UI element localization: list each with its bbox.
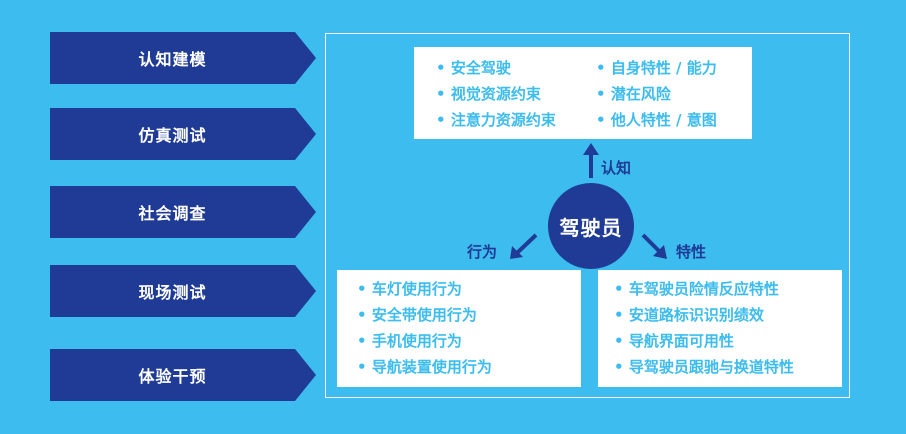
traits-box: 车驾驶员险情反应特性 安道路标识识别绩效 导航界面可用性 导驾驶员跟驰与换道特性 xyxy=(598,270,842,387)
list-item: 视觉资源约束 xyxy=(436,81,556,107)
method-label: 现场测试 xyxy=(138,283,207,302)
banner-arrow-shape xyxy=(50,349,316,401)
list-item: 导航界面可用性 xyxy=(614,328,794,354)
list-item: 自身特性 / 能力 xyxy=(596,55,717,81)
list-item: 注意力资源约束 xyxy=(436,107,556,133)
driver-model-frame xyxy=(325,33,850,398)
method-banner-survey: 社会调查 xyxy=(50,186,316,238)
list-item: 手机使用行为 xyxy=(357,328,492,354)
traits-list: 车驾驶员险情反应特性 安道路标识识别绩效 导航界面可用性 导驾驶员跟驰与换道特性 xyxy=(614,276,794,380)
arrow-up-icon xyxy=(583,143,599,178)
behavior-box: 车灯使用行为 安全带使用行为 手机使用行为 导航装置使用行为 xyxy=(337,270,581,387)
list-item: 安道路标识识别绩效 xyxy=(614,302,794,328)
arrow-down-left-icon xyxy=(510,233,538,259)
method-label: 认知建模 xyxy=(138,50,207,69)
method-label: 体验干预 xyxy=(138,367,207,386)
list-item: 导驾驶员跟驰与换道特性 xyxy=(614,354,794,380)
driver-node: 驾驶员 xyxy=(548,183,634,269)
list-item: 安全驾驶 xyxy=(436,55,556,81)
cognition-box: 安全驾驶 视觉资源约束 注意力资源约束 自身特性 / 能力 潜在风险 他人特性 … xyxy=(414,47,752,139)
banner-arrow-shape xyxy=(50,265,316,317)
list-item: 潜在风险 xyxy=(596,81,717,107)
method-banner-simulation: 仿真测试 xyxy=(50,108,316,160)
method-label: 仿真测试 xyxy=(138,126,207,145)
list-item: 车驾驶员险情反应特性 xyxy=(614,276,794,302)
method-banner-modeling: 认知建模 xyxy=(50,32,316,84)
arrow-down-right-icon xyxy=(641,233,667,259)
cognition-list-left: 安全驾驶 视觉资源约束 注意力资源约束 xyxy=(436,55,556,133)
banner-arrow-shape xyxy=(50,32,316,84)
list-item: 车灯使用行为 xyxy=(357,276,492,302)
method-banner-intervention: 体验干预 xyxy=(50,349,316,401)
cognition-list-right: 自身特性 / 能力 潜在风险 他人特性 / 意图 xyxy=(596,55,717,133)
list-item: 导航装置使用行为 xyxy=(357,354,492,380)
behavior-list: 车灯使用行为 安全带使用行为 手机使用行为 导航装置使用行为 xyxy=(357,276,492,380)
banner-arrow-shape xyxy=(50,186,316,238)
list-item: 他人特性 / 意图 xyxy=(596,107,717,133)
list-item: 安全带使用行为 xyxy=(357,302,492,328)
traits-label: 特性 xyxy=(676,243,707,261)
cognition-label: 认知 xyxy=(601,159,632,177)
behavior-label: 行为 xyxy=(467,243,498,261)
method-label: 社会调查 xyxy=(138,204,207,223)
method-banner-field-test: 现场测试 xyxy=(50,265,316,317)
banner-arrow-shape xyxy=(50,108,316,160)
